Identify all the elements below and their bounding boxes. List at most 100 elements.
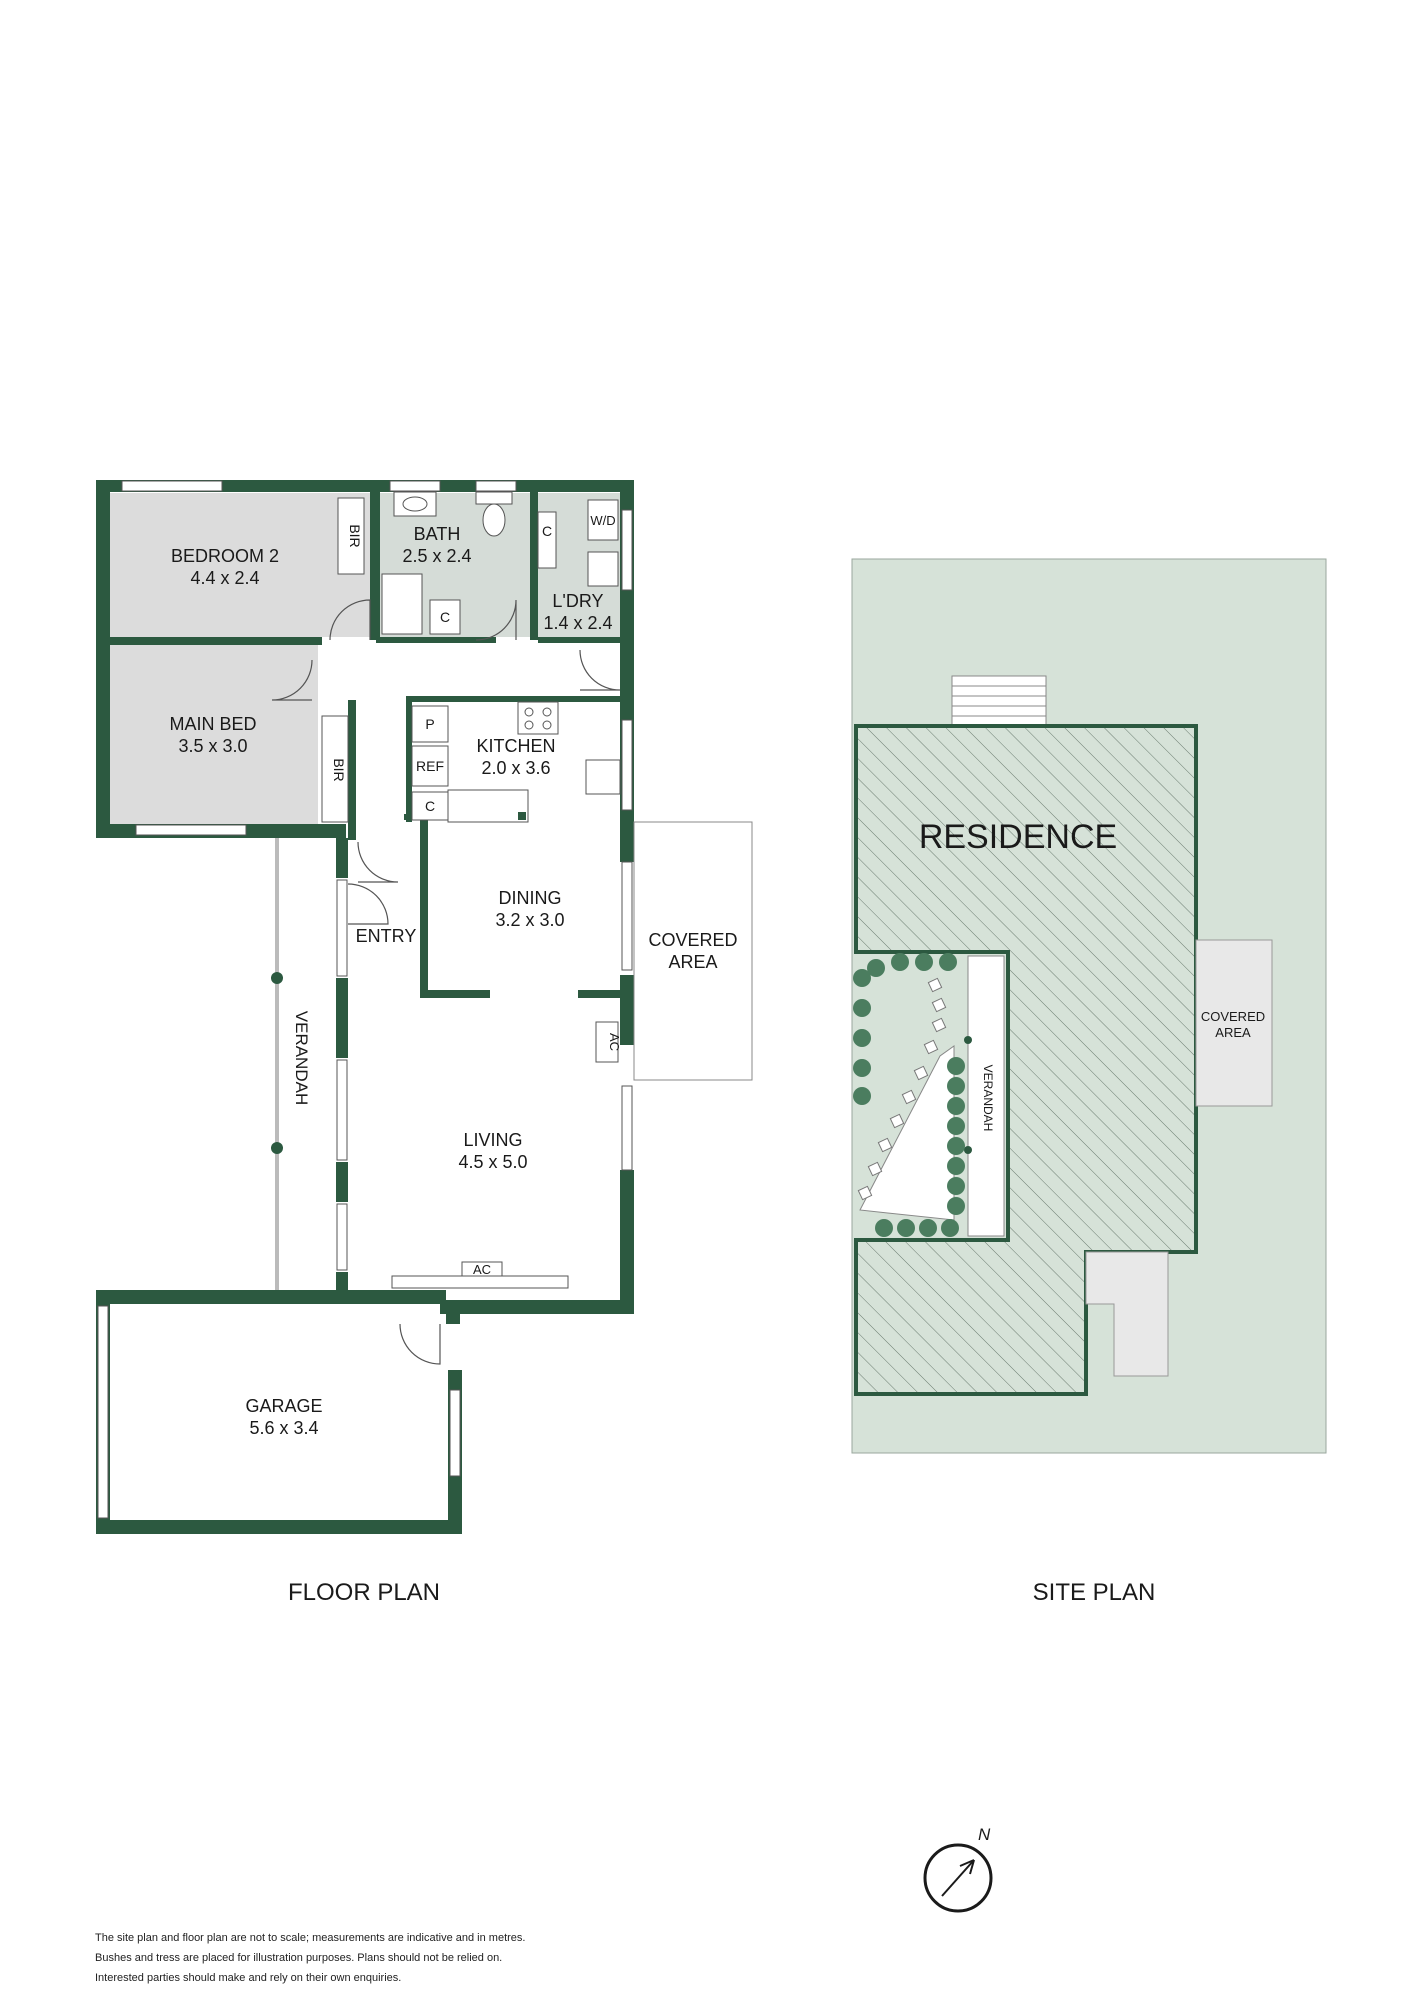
laundry-tub-icon [587, 551, 619, 587]
bush-icon [853, 969, 871, 987]
ac-label-dining: AC [607, 1033, 622, 1051]
disclaimer-line: The site plan and floor plan are not to … [95, 1932, 526, 1944]
living-name: LIVING [463, 1130, 522, 1150]
dining-size: 3.2 x 3.0 [495, 910, 564, 930]
disclaimer-line: Interested parties should make and rely … [95, 1972, 402, 1984]
basin-icon [402, 496, 428, 512]
paver-icon [927, 977, 943, 993]
laundry-size: 1.4 x 2.4 [543, 613, 612, 633]
verandah-post [271, 972, 283, 984]
bush-icon [939, 953, 957, 971]
pantry-label: P [425, 716, 434, 732]
kitchen-name: KITCHEN [476, 736, 555, 756]
main-bed-name: MAIN BED [169, 714, 256, 734]
bush-icon [941, 1219, 959, 1237]
bath-name: BATH [414, 524, 461, 544]
fridge-label: REF [416, 758, 444, 774]
living-size: 4.5 x 5.0 [458, 1152, 527, 1172]
ac-label-living: AC [473, 1262, 491, 1277]
bush-icon [867, 959, 885, 977]
washer-dryer-icon [587, 499, 619, 541]
rear-steps [951, 675, 1047, 727]
verandah-name: VERANDAH [292, 1011, 311, 1105]
paver-icon [901, 1089, 917, 1105]
entry-name: ENTRY [356, 926, 417, 946]
site-verandah-post [964, 1146, 972, 1154]
bush-icon [853, 1059, 871, 1077]
windows [97, 480, 633, 1519]
bush-icon [891, 953, 909, 971]
bir-label-main: BIR [331, 758, 347, 781]
kitchen-cupboard-label: C [425, 798, 435, 814]
bush-icon [947, 1097, 965, 1115]
walls [96, 480, 634, 1534]
main-bed-floor [108, 644, 318, 824]
bush-icon [853, 999, 871, 1017]
bath-cupboard [429, 599, 461, 635]
bedroom2-size: 4.4 x 2.4 [190, 568, 259, 588]
north-arrow-icon [959, 1859, 975, 1875]
garden-path [859, 1045, 955, 1221]
bush-icon [947, 1177, 965, 1195]
shower-icon [381, 573, 423, 635]
bush-icon [947, 1197, 965, 1215]
bedroom2-floor [108, 493, 376, 637]
verandah-post [271, 1142, 283, 1154]
disclaimer-line: Bushes and tress are placed for illustra… [95, 1952, 503, 1964]
ac-unit-dining [595, 1021, 619, 1063]
covered-area-line1: COVERED [648, 930, 737, 950]
garage-name: GARAGE [245, 1396, 322, 1416]
disclaimer: The site plan and floor plan are not to … [95, 1928, 615, 1988]
bush-icon [947, 1117, 965, 1135]
paver-icon [931, 1017, 947, 1033]
covered-area-line2: AREA [668, 952, 717, 972]
bush-icon [875, 1219, 893, 1237]
site-verandah [967, 955, 1005, 1237]
main-bed-size: 3.5 x 3.0 [178, 736, 247, 756]
bedroom2-name: BEDROOM 2 [171, 546, 279, 566]
compass-n-label: N [978, 1825, 991, 1844]
garage-size: 5.6 x 3.4 [249, 1418, 318, 1438]
laundry-name: L'DRY [552, 591, 603, 611]
paver-icon [923, 1039, 939, 1055]
kitchen-fixtures [411, 701, 621, 823]
verandah-outline [275, 838, 279, 1290]
site-verandah-label: VERANDAH [981, 1065, 995, 1132]
living-ledge [391, 1275, 569, 1289]
site-covered-line1: COVERED [1201, 1009, 1265, 1024]
bath-size: 2.5 x 2.4 [402, 546, 471, 566]
washer-dryer-label: W/D [590, 513, 615, 528]
paver-icon [913, 1065, 929, 1081]
bench-icon [447, 789, 529, 823]
bush-icon [853, 1029, 871, 1047]
bush-icon [853, 1087, 871, 1105]
kitchen-size: 2.0 x 3.6 [481, 758, 550, 778]
pavers [857, 977, 947, 1201]
covered-area-outline [633, 821, 753, 1081]
residence-label: RESIDENCE [919, 818, 1117, 856]
fridge [411, 745, 449, 787]
paver-icon [889, 1113, 905, 1129]
bath-fixtures [381, 491, 513, 635]
bush-icon [897, 1219, 915, 1237]
courtyard-walls [856, 950, 1010, 1242]
bir-cupboards [321, 497, 365, 823]
site-plan: VERANDAH COVERED AREA RESIDENCE SITE PLA… [851, 558, 1327, 1606]
cooktop-icon [517, 701, 559, 735]
laundry-cupboard [537, 511, 557, 569]
site-covered-line2: AREA [1215, 1025, 1251, 1040]
paver-icon [857, 1185, 873, 1201]
toilet-icon [482, 503, 506, 537]
island-post [518, 812, 526, 820]
site-verandah-post [964, 1036, 972, 1044]
laundry-fixtures [537, 499, 619, 587]
floor-plan-title: FLOOR PLAN [288, 1579, 440, 1606]
bush-icon [915, 953, 933, 971]
compass-ring [923, 1843, 993, 1913]
site-covered-area [1195, 939, 1273, 1107]
bush-icon [919, 1219, 937, 1237]
floor-plan: BIR BIR C C W/D [96, 480, 753, 1606]
dining-name: DINING [499, 888, 562, 908]
paver-icon [931, 997, 947, 1013]
